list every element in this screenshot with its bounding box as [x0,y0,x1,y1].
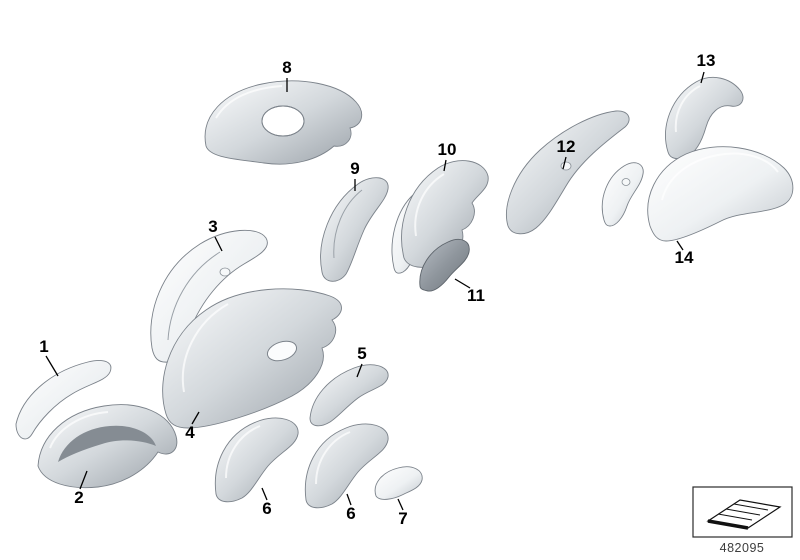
part-12-side-trim [506,110,644,235]
part-label-11[interactable]: 11 [467,286,485,305]
part-13-rear-panel [665,76,744,160]
doc-number: 482095 [720,541,765,555]
leader-10 [443,159,447,172]
part-label-10[interactable]: 10 [438,140,457,159]
part-label-7[interactable]: 7 [398,509,407,528]
mount-hole [621,178,631,186]
highlight [414,173,445,237]
part-label-6b[interactable]: 6 [346,504,355,523]
part-label-5[interactable]: 5 [357,344,366,363]
panel-edge [707,519,749,530]
leader-3 [214,236,223,252]
leader-6b [346,493,352,506]
highlight [661,152,779,201]
panel-surface [419,239,470,292]
part-label-4[interactable]: 4 [185,423,195,442]
part-label-14[interactable]: 14 [675,248,694,267]
highlight [215,85,283,119]
part-label-9[interactable]: 9 [350,159,359,178]
leader-1 [45,355,59,377]
panel-surface [37,404,178,489]
panel-surface [204,80,363,165]
painted-panel-icon [706,499,782,530]
panel-surface [304,423,389,509]
panel-surface [320,177,389,282]
leader-2 [79,470,88,490]
bracket-surface [601,162,644,227]
highlight [225,425,261,479]
hatch-line [733,503,769,511]
wheel-arch-shadow [58,425,156,462]
leader-4 [191,411,200,425]
part-label-6a[interactable]: 6 [262,499,271,518]
hatch-line [717,513,753,521]
part-label-3[interactable]: 3 [208,217,217,236]
panel-surface [214,417,299,503]
leader-lines [45,71,705,511]
highlight [674,85,701,133]
panel-surface [647,146,794,242]
opening-rim [261,105,305,137]
part-label-8[interactable]: 8 [282,58,291,77]
part-6-lower-panel-right [304,423,389,509]
mount-hole [219,267,231,277]
part-label-13[interactable]: 13 [697,51,716,70]
part-14-side-fairing [647,146,794,242]
highlight [181,303,229,393]
panel-surface [162,288,342,429]
panel-surface [506,110,630,235]
leader-12 [562,156,567,170]
panel-crease [167,251,221,341]
part-2-front-mudguard [37,404,178,489]
part-label-1[interactable]: 1 [39,337,48,356]
leader-6a [261,487,268,501]
part-6-lower-panel-left [214,417,299,503]
panel-crease [333,189,363,259]
part-11-insert-panel [419,239,470,292]
part-number-labels: 1 2 3 4 5 6 6 7 8 9 10 11 12 13 14 [39,51,715,528]
oval-opening [266,340,298,362]
part-label-2[interactable]: 2 [74,488,83,507]
part-7-small-cap [374,466,423,500]
part-label-12[interactable]: 12 [557,137,576,156]
leader-7 [397,498,404,511]
part-4-main-fairing [162,288,342,429]
leader-14 [676,240,684,251]
part-5-side-scoop [309,364,389,427]
leader-13 [700,71,705,84]
leader-5 [356,363,363,378]
panel-surface [309,364,389,427]
panel-surface [374,466,423,500]
legend: 482095 [692,486,793,555]
part-8-tank-cover [204,80,363,165]
hatch-line [725,508,761,516]
highlight [315,431,351,485]
highlight [49,411,109,449]
leader-11 [454,278,471,289]
